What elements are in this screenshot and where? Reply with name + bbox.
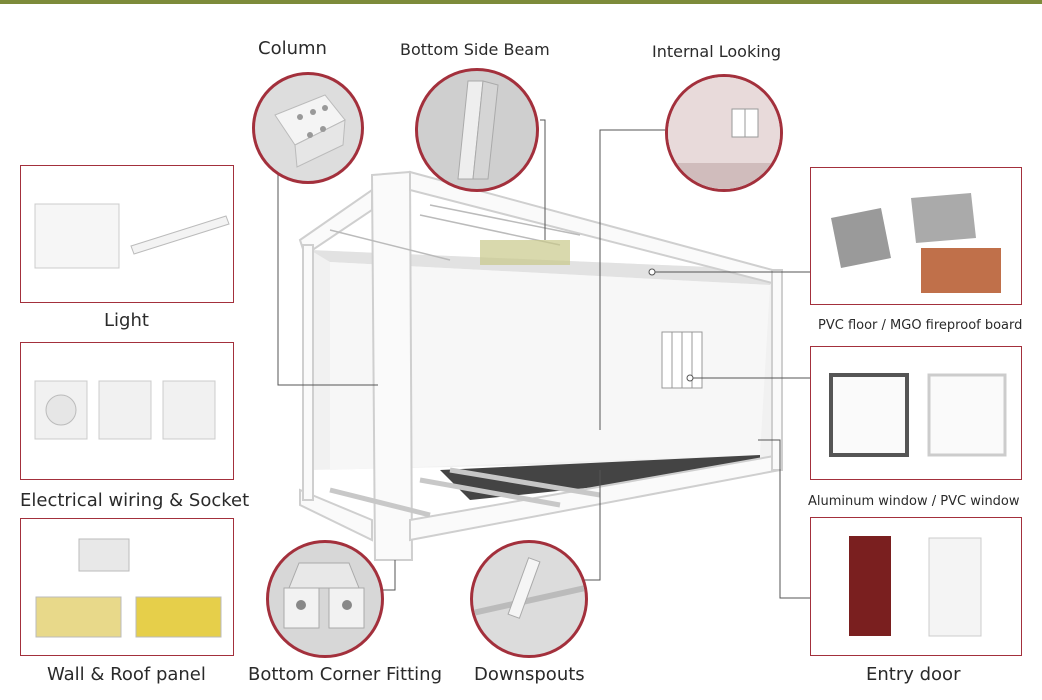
front-column [370,170,414,561]
top-bar [0,0,1042,4]
right-column [771,269,783,471]
label-window: Aluminum window / PVC window [808,494,1020,509]
interior-walls [330,262,770,470]
bottom-side-beam-photo [415,68,539,192]
entry-door-photo [810,517,1022,656]
label-floor-board: PVC floor / MGO fireproof board [818,318,1023,333]
bottom-side-beam-front [299,488,373,542]
label-downspouts: Downspouts [474,664,585,685]
label-light: Light [104,310,149,331]
column-photo [252,72,364,184]
electrical-photo [20,342,234,480]
floor-board-photo [810,167,1022,305]
label-entry-door: Entry door [866,664,961,685]
downspouts-photo [470,540,588,658]
label-column: Column [258,38,327,59]
label-internal-looking: Internal Looking [652,42,781,61]
label-bottom-side-beam: Bottom Side Beam [400,40,550,59]
ceiling [310,250,780,285]
back-column [302,244,314,501]
label-electrical: Electrical wiring & Socket [20,490,250,511]
light-photo [20,165,234,303]
bottom-corner-fitting-photo [266,540,384,658]
label-wall-roof-panel: Wall & Roof panel [47,664,206,685]
internal-looking-photo [665,74,783,192]
wall-roof-panel-photo [20,518,234,656]
label-bottom-corner-fitting: Bottom Corner Fitting [248,664,443,685]
window-photo [810,346,1022,480]
roof-insulation [480,240,570,265]
